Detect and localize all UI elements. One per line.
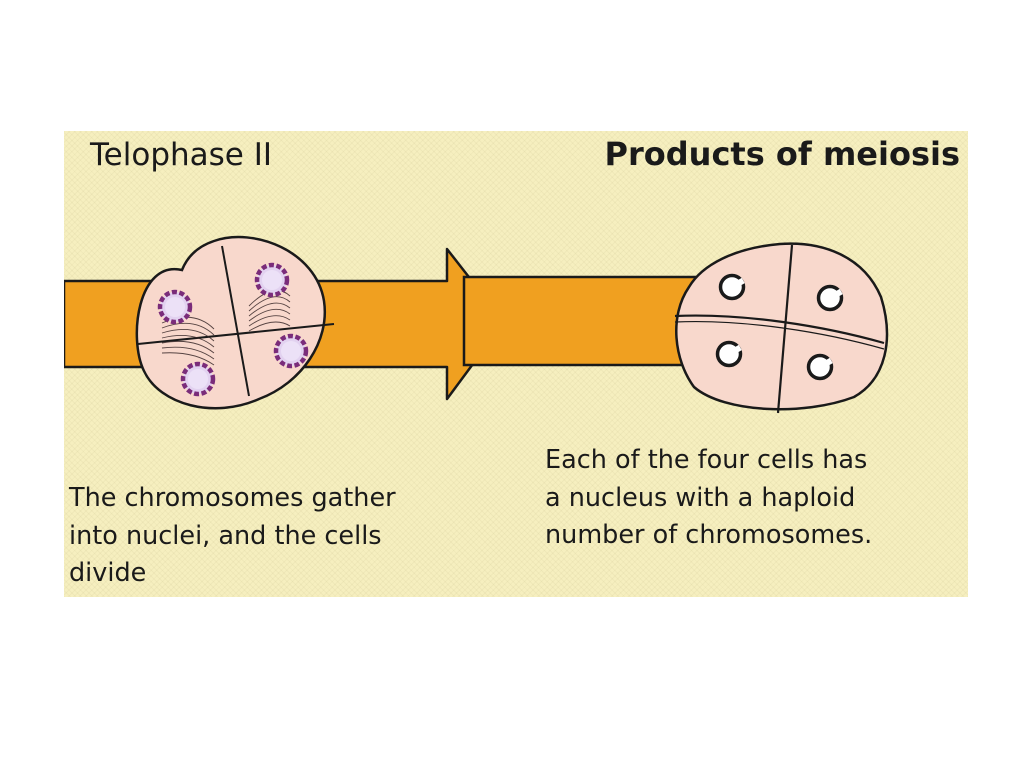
four-daughter-cells xyxy=(674,242,889,414)
caption-line: The chromosomes gather xyxy=(69,483,396,513)
products-of-meiosis-title: Products of meiosis xyxy=(604,135,960,173)
caption-line: a nucleus with a haploid xyxy=(545,482,856,513)
products-caption: Each of the four cells has a nucleus wit… xyxy=(545,442,872,555)
meiosis-diagram xyxy=(64,235,889,414)
telophase-ii-title: Telophase II xyxy=(90,137,273,173)
meiosis-figure-panel: Telophase II Products of meiosis The chr… xyxy=(64,131,968,597)
process-arrow-tail xyxy=(462,275,706,367)
caption-line: divide xyxy=(69,558,147,588)
telophase-cell xyxy=(135,235,335,410)
caption-line: Each of the four cells has xyxy=(545,445,868,475)
caption-line: into nuclei, and the cells xyxy=(69,520,382,551)
telophase-ii-caption: The chromosomes gather into nuclei, and … xyxy=(69,480,396,593)
caption-line: number of chromosomes. xyxy=(545,520,873,550)
